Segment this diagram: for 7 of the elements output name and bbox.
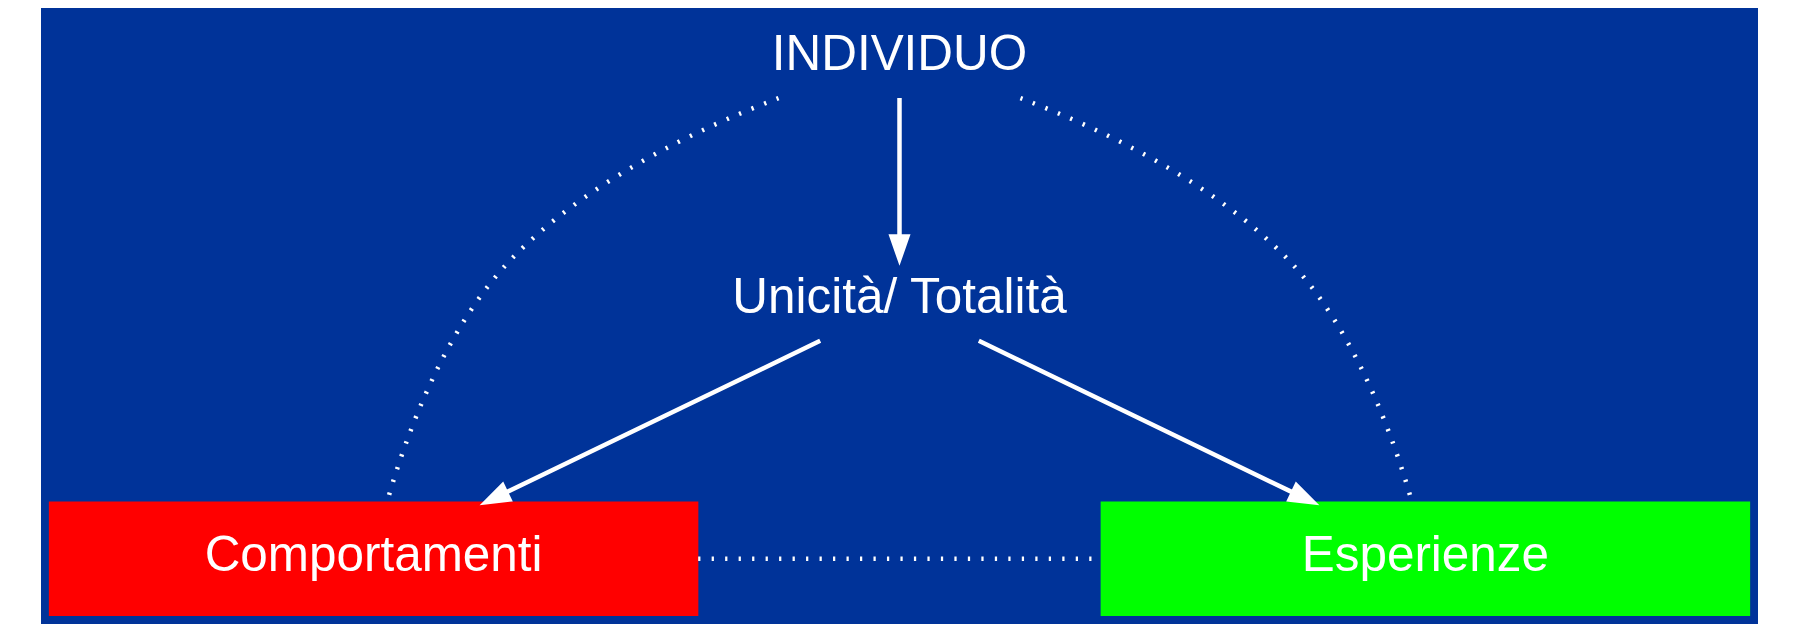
node-text: Unicità/ Totalità bbox=[731, 267, 1067, 323]
arrow bbox=[479, 338, 821, 506]
node-box: Esperienze bbox=[1100, 501, 1750, 617]
arrow bbox=[887, 98, 911, 266]
node-text: INDIVIDUO bbox=[771, 25, 1027, 81]
node-box: Comportamenti bbox=[48, 501, 698, 617]
arrow bbox=[977, 338, 1319, 506]
